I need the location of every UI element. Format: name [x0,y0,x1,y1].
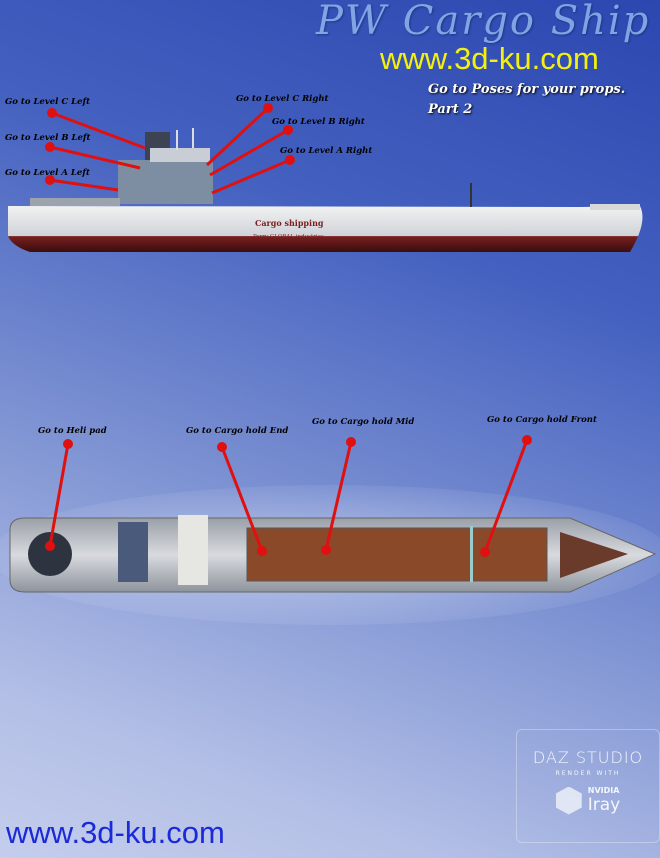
iray-logo: NVIDIA Iray [517,786,659,815]
pointer-level-b-right [209,128,289,177]
forecastle [590,204,640,210]
top-superstructure [118,522,148,582]
hull-text: Cargo shipping [255,218,324,228]
mast [176,130,178,150]
cargo-hold [246,527,548,582]
label-level-c-left: Go to Level C Left [5,97,91,107]
pointer-level-c-right [205,106,270,167]
pointer-dot [45,175,55,185]
helipad [28,532,72,576]
instruction-note: Go to Poses for your props. Part 2 [428,80,625,120]
label-cargo-mid: Go to Cargo hold Mid [312,417,415,427]
product-title: PW Cargo Ship [316,0,651,44]
pointer-dot [522,435,532,445]
label-level-a-left: Go to Level A Left [5,168,90,178]
watermark-top: www.3d-ku.com [380,41,599,76]
pointer-cargo-mid [324,441,353,551]
iray-cube-icon [555,786,582,815]
side-hull [8,206,643,252]
ship-top-view [9,515,657,593]
pointer-dot [257,546,267,556]
pointer-level-b-left [49,145,141,170]
pointer-level-c-left [51,111,146,150]
badge-render-with: RENDER WITH [555,770,621,777]
daz-iray-badge: DAZ STUDIO RENDER WITH NVIDIA Iray [516,729,660,843]
pointer-cargo-front [483,439,529,553]
pointer-dot [285,155,295,165]
label-cargo-end: Go to Cargo hold End [186,426,289,436]
pointer-level-a-right [211,158,291,195]
hold-divider [470,526,473,582]
label-level-a-right: Go to Level A Right [280,146,373,156]
top-bridge [178,515,208,585]
label-heli-pad: Go to Heli pad [38,426,107,436]
watermark-bottom: www.3d-ku.com [6,815,225,850]
iray-wordmark: NVIDIA Iray [588,786,620,815]
note-line-2: Part 2 [428,102,473,117]
hull-subtext: Perry GLOBAL industries [253,234,324,240]
note-line-1: Go to Poses for your props. [428,82,626,97]
aft-deck [30,198,120,206]
pointer-cargo-end [220,446,264,552]
badge-iray: Iray [587,795,621,815]
pointer-dot [45,541,55,551]
pointer-dot [45,142,55,152]
pointer-dot [283,125,293,135]
label-level-c-right: Go to Level C Right [236,94,329,104]
pointer-level-a-left [49,178,119,192]
label-level-b-left: Go to Level B Left [5,133,91,143]
pointer-lines [45,103,532,557]
label-level-b-right: Go to Level B Right [272,117,365,127]
bridge [150,148,210,162]
mast [192,128,194,148]
pointer-dot [480,547,490,557]
pointer-dot [321,545,331,555]
pointer-dot [47,108,57,118]
fore-mast [470,183,472,207]
badge-nvidia: NVIDIA [587,786,620,795]
pointer-dot [346,437,356,447]
bow-deck [560,532,628,578]
ship-side-view [8,128,643,252]
badge-daz-studio: DAZ STUDIO [532,748,644,767]
pointer-dot [63,439,73,449]
pointer-dot [263,103,273,113]
label-cargo-front: Go to Cargo hold Front [487,415,597,425]
pointer-heli-pad [48,443,70,547]
pointer-dot [217,442,227,452]
